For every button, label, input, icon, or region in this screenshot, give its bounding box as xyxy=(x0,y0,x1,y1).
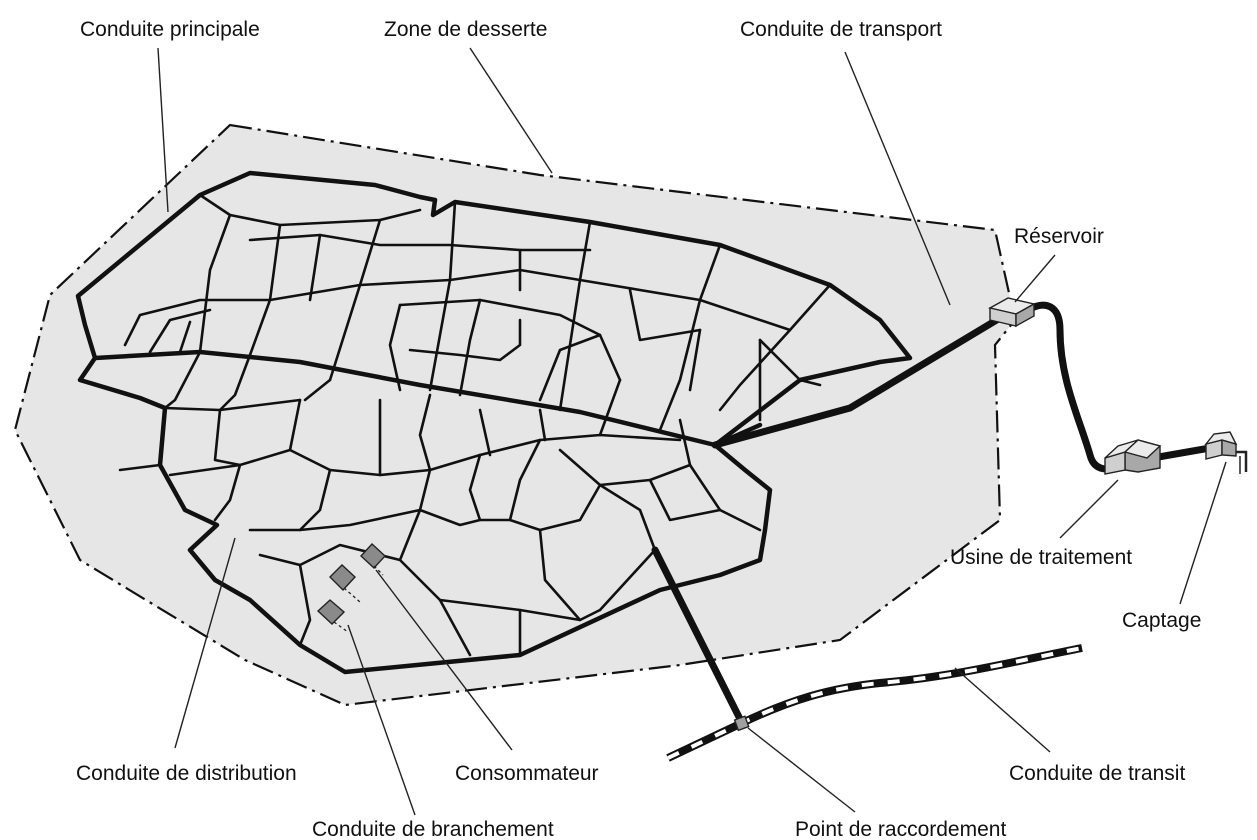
label-distribution-pipe: Conduite de distribution xyxy=(76,762,297,785)
consumer-buildings xyxy=(316,543,386,633)
label-service-pipe: Conduite de branchement xyxy=(312,818,554,840)
label-transport-pipe: Conduite de transport xyxy=(740,18,942,41)
leader-lines xyxy=(157,47,1227,816)
treatment-plant xyxy=(1104,439,1162,475)
service-pipe-3 xyxy=(333,621,349,633)
distribution-pipes xyxy=(118,193,832,657)
label-intake: Captage xyxy=(1122,609,1201,632)
consumer-building-2 xyxy=(329,564,356,592)
intake-building xyxy=(1204,431,1248,474)
label-service-zone: Zone de desserte xyxy=(384,18,547,41)
label-main-pipe: Conduite principale xyxy=(80,18,260,41)
label-reservoir: Réservoir xyxy=(1014,225,1104,248)
label-treatment-plant: Usine de traitement xyxy=(950,546,1132,569)
consumer-building-1 xyxy=(360,543,386,569)
consumer-building-3 xyxy=(316,599,346,625)
label-connection-point: Point de raccordement xyxy=(795,818,1006,840)
transit-pipe xyxy=(666,644,1083,762)
connection-point-marker xyxy=(733,715,750,732)
reservoir xyxy=(988,297,1036,328)
label-consumer: Consommateur xyxy=(455,762,599,785)
service-pipe-1 xyxy=(373,565,384,576)
label-transit-pipe: Conduite de transit xyxy=(1009,762,1185,785)
service-zone-area xyxy=(13,123,1017,707)
